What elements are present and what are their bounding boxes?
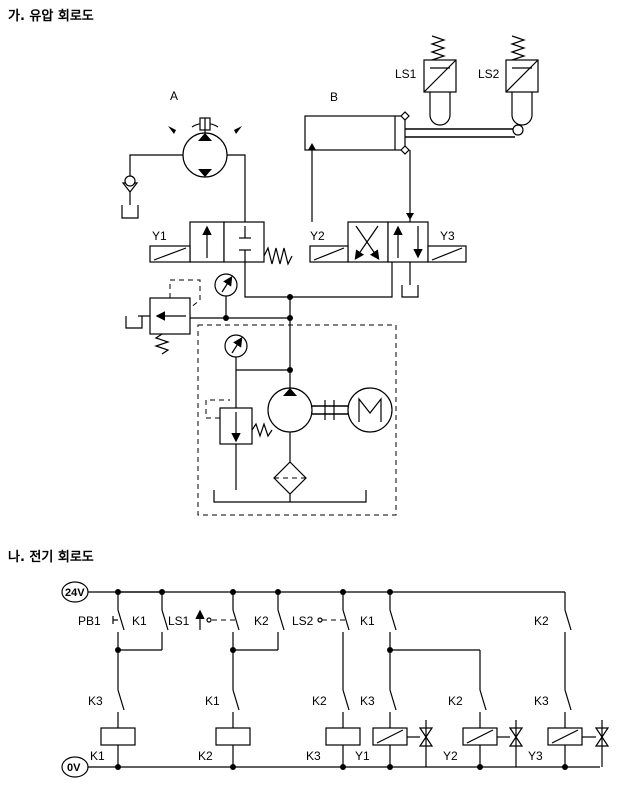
hydraulic-section-title: 가. 유압 회로도 [8,8,94,24]
contact-k3-a: K3 [88,694,103,708]
svg-text:24V: 24V [65,587,85,599]
rung-y2 [390,649,524,770]
power-unit-boundary [197,324,397,516]
hydraulic-cylinder-b [304,111,524,155]
label-solenoid-y2: Y2 [310,229,325,243]
contact-ls1: LS1 [168,614,190,628]
motor-a-right-line [227,154,246,222]
label-solenoid-y3: Y3 [440,229,455,243]
rung-y3 [547,592,610,770]
rail-24v-badge: 24V [61,581,89,603]
contact-ls2: LS2 [292,614,314,628]
contact-k1-c: K1 [360,614,375,628]
rung-k3 [317,589,361,770]
relief-valve-upper [125,279,201,355]
contact-k2-c: K2 [448,694,463,708]
contact-k1-a: K1 [132,614,147,628]
electric-section-title: 나. 전기 회로도 [8,549,94,565]
directional-valve-y1 [149,221,293,266]
rung-k2 [195,589,285,770]
coil-y1: Y1 [355,749,370,763]
contact-k3-b: K3 [360,694,375,708]
pressure-gauge-lower [224,334,248,370]
reservoir-tank [213,490,367,503]
electric-motor [347,387,393,433]
label-motor-a: A [170,89,178,103]
rung-k1 [100,589,169,770]
coil-k3: K3 [306,749,321,763]
label-cylinder-b: B [330,90,338,104]
coil-k2: K2 [198,749,213,763]
coil-y2: Y2 [443,749,458,763]
hydraulic-pump [267,387,348,462]
valve-b-pressure-line [290,262,393,298]
label-ls1: LS1 [395,67,417,81]
svg-text:0V: 0V [67,762,81,774]
hydraulic-motor-a [168,117,242,178]
valve-a-pressure-line [244,262,290,298]
contact-k2-d: K2 [534,614,549,628]
limit-switch-ls1 [423,35,457,126]
limit-switch-ls2 [505,35,539,126]
pressure-gauge-upper [214,273,238,318]
contact-k3-c: K3 [534,694,549,708]
label-ls2: LS2 [478,67,500,81]
contact-pb1: PB1 [78,614,101,628]
filter [273,461,307,502]
rail-0v-badge: 0V [61,756,89,778]
coil-y3: Y3 [528,749,543,763]
coil-k1: K1 [90,749,105,763]
contact-k2-b: K2 [312,694,327,708]
check-valve [121,175,139,219]
contact-k2-a: K2 [254,614,269,628]
label-solenoid-y1: Y1 [152,229,167,243]
contact-k1-b: K1 [205,694,220,708]
motor-a-left-line [129,154,183,183]
rung-y1 [372,589,434,770]
relief-valve-lower [205,399,273,490]
directional-valve-y2-y3 [309,221,467,263]
